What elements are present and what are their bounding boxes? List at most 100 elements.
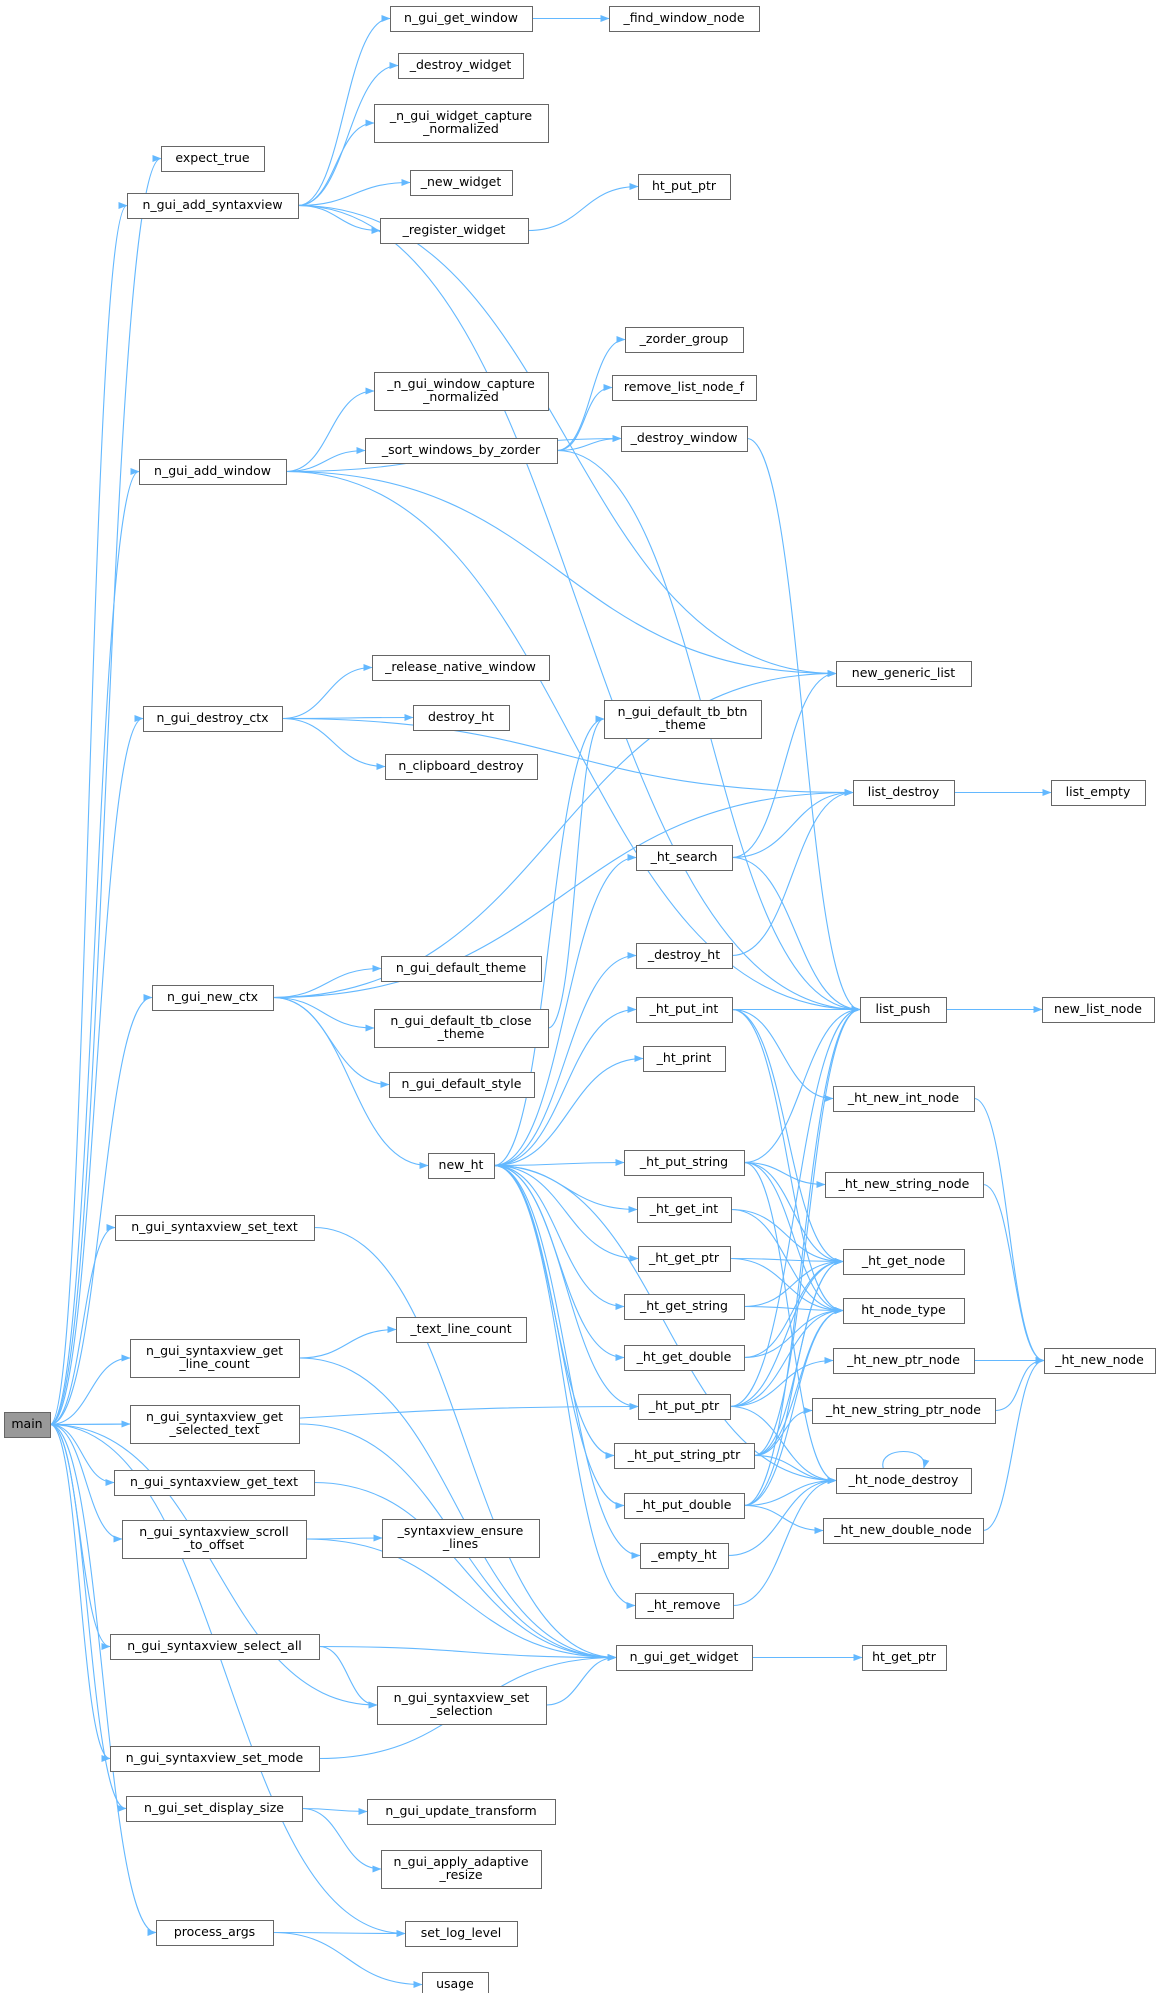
node-box xyxy=(836,661,972,687)
node-list_destroy[interactable]: list_destroy xyxy=(853,780,955,806)
node-_ht_put_int[interactable]: _ht_put_int xyxy=(636,997,733,1023)
node-_text_line_count[interactable]: _text_line_count xyxy=(396,1317,527,1343)
node-box xyxy=(624,1493,745,1519)
node-label: _n_gui_window_capture xyxy=(386,376,535,391)
node-expect_true[interactable]: expect_true xyxy=(161,146,265,172)
node-_ht_get_int[interactable]: _ht_get_int xyxy=(637,1197,732,1223)
edge-main-to-n_gui_syntaxview_get_text xyxy=(49,1423,115,1486)
node-n_gui_syntaxview_select_all[interactable]: n_gui_syntaxview_select_all xyxy=(110,1634,320,1660)
node-n_gui_syntaxview_set_selection[interactable]: n_gui_syntaxview_set_selection xyxy=(377,1686,547,1725)
node-n_gui_syntaxview_get_text[interactable]: n_gui_syntaxview_get_text xyxy=(114,1470,315,1496)
node-_ht_node_destroy[interactable]: _ht_node_destroy xyxy=(836,1468,972,1494)
node-_zorder_group[interactable]: _zorder_group xyxy=(625,327,744,353)
node-n_gui_syntaxview_set_text[interactable]: n_gui_syntaxview_set_text xyxy=(115,1215,315,1241)
node-main[interactable]: main xyxy=(4,1412,51,1438)
edge-main-to-n_gui_new_ctx xyxy=(49,994,153,1426)
node-label: _syntaxview_ensure xyxy=(397,1523,524,1538)
node-_ht_new_double_node[interactable]: _ht_new_double_node xyxy=(823,1518,984,1544)
node-_destroy_ht[interactable]: _destroy_ht xyxy=(636,943,733,969)
node-new_ht[interactable]: new_ht xyxy=(428,1153,495,1179)
node-n_gui_default_tb_close_theme[interactable]: n_gui_default_tb_close_theme xyxy=(374,1009,549,1048)
node-_ht_new_ptr_node[interactable]: _ht_new_ptr_node xyxy=(833,1348,975,1374)
node-_ht_get_string[interactable]: _ht_get_string xyxy=(624,1294,745,1320)
node-ht_node_type[interactable]: ht_node_type xyxy=(843,1298,965,1324)
node-destroy_ht[interactable]: destroy_ht xyxy=(413,705,510,731)
node-_ht_new_int_node[interactable]: _ht_new_int_node xyxy=(833,1086,975,1112)
node-_ht_put_double[interactable]: _ht_put_double xyxy=(624,1493,745,1519)
node-label: _sort_windows_by_zorder xyxy=(381,442,541,457)
node-label: _destroy_ht xyxy=(647,947,720,962)
node-_release_native_window[interactable]: _release_native_window xyxy=(372,655,550,681)
edge-_ht_put_double-to-_ht_node_destroy xyxy=(743,1477,837,1507)
edge-n_gui_set_display_size-to-n_gui_update_transform xyxy=(301,1807,368,1815)
node-_ht_put_ptr[interactable]: _ht_put_ptr xyxy=(638,1394,731,1420)
node-_ht_new_string_node[interactable]: _ht_new_string_node xyxy=(825,1172,984,1198)
node-n_gui_apply_adaptive_resize[interactable]: n_gui_apply_adaptive_resize xyxy=(381,1850,542,1889)
node-n_gui_add_window[interactable]: n_gui_add_window xyxy=(139,459,287,485)
node-usage[interactable]: usage xyxy=(422,1972,489,1993)
node-label: _selected_text xyxy=(169,1422,260,1437)
node-n_gui_syntaxview_set_mode[interactable]: n_gui_syntaxview_set_mode xyxy=(110,1746,320,1772)
node-_destroy_widget[interactable]: _destroy_widget xyxy=(398,53,524,79)
node-_find_window_node[interactable]: _find_window_node xyxy=(609,6,760,32)
node-n_clipboard_destroy[interactable]: n_clipboard_destroy xyxy=(385,754,538,780)
node-_empty_ht[interactable]: _empty_ht xyxy=(640,1543,729,1569)
node-remove_list_node_f[interactable]: remove_list_node_f xyxy=(612,375,757,401)
node-_n_gui_widget_capture_normalized[interactable]: _n_gui_widget_capture_normalized xyxy=(374,104,549,143)
edge-main-to-expect_true xyxy=(49,155,162,1426)
node-n_gui_default_style[interactable]: n_gui_default_style xyxy=(389,1072,535,1098)
node-_ht_new_node[interactable]: _ht_new_node xyxy=(1044,1348,1156,1374)
node-_ht_search[interactable]: _ht_search xyxy=(636,845,733,871)
node-set_log_level[interactable]: set_log_level xyxy=(405,1921,518,1947)
node-_ht_get_node[interactable]: _ht_get_node xyxy=(843,1249,965,1275)
node-box xyxy=(367,1799,556,1825)
node-list_empty[interactable]: list_empty xyxy=(1051,780,1146,806)
node-n_gui_new_ctx[interactable]: n_gui_new_ctx xyxy=(152,985,274,1011)
node-_syntaxview_ensure_lines[interactable]: _syntaxview_ensure_lines xyxy=(382,1519,540,1558)
node-_register_widget[interactable]: _register_widget xyxy=(380,218,529,244)
node-n_gui_destroy_ctx[interactable]: n_gui_destroy_ctx xyxy=(143,706,283,732)
node-_ht_put_string[interactable]: _ht_put_string xyxy=(624,1150,745,1176)
node-label: _ht_put_int xyxy=(649,1001,719,1016)
node-_ht_put_string_ptr[interactable]: _ht_put_string_ptr xyxy=(614,1443,755,1469)
node-box xyxy=(836,1468,972,1494)
node-n_gui_syntaxview_scroll_to_offset[interactable]: n_gui_syntaxview_scroll_to_offset xyxy=(122,1520,307,1559)
node-n_gui_get_widget[interactable]: n_gui_get_widget xyxy=(616,1645,753,1671)
edge-_ht_put_ptr-to-_ht_get_node xyxy=(729,1258,844,1408)
node-process_args[interactable]: process_args xyxy=(156,1920,274,1946)
node-n_gui_set_display_size[interactable]: n_gui_set_display_size xyxy=(126,1796,303,1822)
node-_n_gui_window_capture_normalized[interactable]: _n_gui_window_capture_normalized xyxy=(374,372,549,411)
node-_ht_new_string_ptr_node[interactable]: _ht_new_string_ptr_node xyxy=(812,1398,996,1424)
node-ht_get_ptr[interactable]: ht_get_ptr xyxy=(862,1645,947,1671)
node-box xyxy=(640,1543,729,1569)
node-n_gui_syntaxview_get_selected_text[interactable]: n_gui_syntaxview_get_selected_text xyxy=(130,1405,300,1444)
node-n_gui_default_tb_btn_theme[interactable]: n_gui_default_tb_btn_theme xyxy=(604,700,762,739)
node-_ht_print[interactable]: _ht_print xyxy=(643,1046,726,1072)
node-_destroy_window[interactable]: _destroy_window xyxy=(621,426,748,452)
node-_ht_get_ptr[interactable]: _ht_get_ptr xyxy=(638,1246,731,1272)
node-n_gui_update_transform[interactable]: n_gui_update_transform xyxy=(367,1799,556,1825)
edge-new_ht-to-_ht_search xyxy=(493,854,637,1167)
node-box xyxy=(604,700,762,739)
edge-_ht_put_double-to-_ht_get_node xyxy=(743,1258,844,1507)
node-box xyxy=(823,1518,984,1544)
node-n_gui_syntaxview_get_line_count[interactable]: n_gui_syntaxview_get_line_count xyxy=(130,1339,300,1378)
edge-n_gui_syntaxview_select_all-to-n_gui_get_widget xyxy=(318,1645,617,1661)
edge-_ht_new_double_node-to-_ht_new_node xyxy=(982,1357,1045,1532)
node-list_push[interactable]: list_push xyxy=(860,997,947,1023)
node-_new_widget[interactable]: _new_widget xyxy=(410,170,513,196)
node-label: n_gui_syntaxview_get xyxy=(146,1409,283,1424)
node-n_gui_get_window[interactable]: n_gui_get_window xyxy=(390,6,533,32)
node-_ht_remove[interactable]: _ht_remove xyxy=(635,1593,734,1619)
node-new_list_node[interactable]: new_list_node xyxy=(1042,997,1155,1023)
node-new_generic_list[interactable]: new_generic_list xyxy=(836,661,972,687)
node-box xyxy=(638,1246,731,1272)
node-ht_put_ptr[interactable]: ht_put_ptr xyxy=(638,174,731,200)
node-n_gui_default_theme[interactable]: n_gui_default_theme xyxy=(381,956,542,982)
node-box xyxy=(396,1317,527,1343)
node-_sort_windows_by_zorder[interactable]: _sort_windows_by_zorder xyxy=(365,438,558,464)
edge-n_gui_add_syntaxview-to-list_push xyxy=(297,204,861,1013)
node-box xyxy=(625,327,744,353)
node-_ht_get_double[interactable]: _ht_get_double xyxy=(624,1345,745,1371)
node-n_gui_add_syntaxview[interactable]: n_gui_add_syntaxview xyxy=(127,193,299,219)
